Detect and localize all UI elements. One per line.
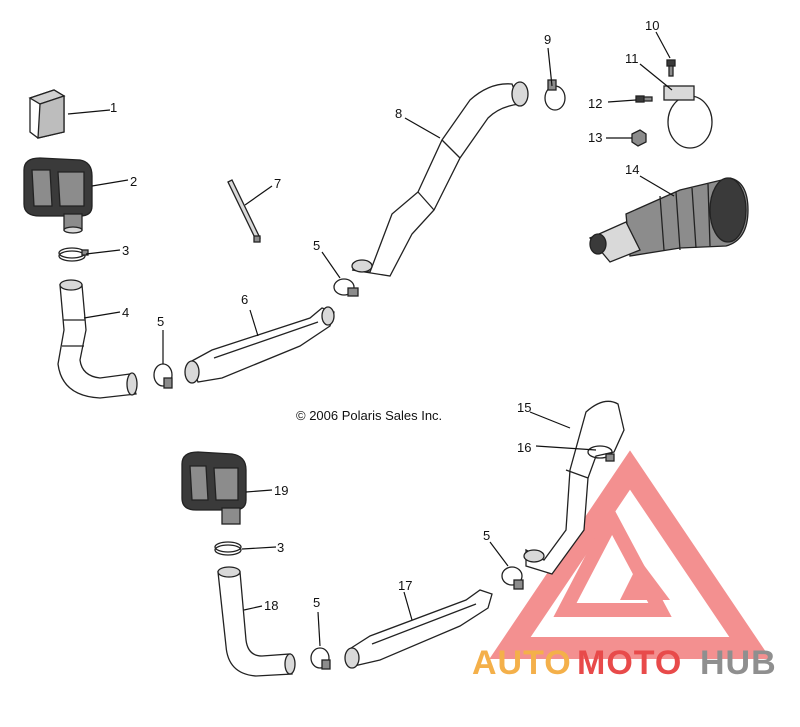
part-6-duct bbox=[184, 306, 335, 384]
callout-numbers: 1 2 3 4 5 6 7 8 9 10 11 12 13 14 5 3 15 … bbox=[110, 18, 659, 613]
part-18-hose bbox=[217, 566, 296, 677]
copyright-text: © 2006 Polaris Sales Inc. bbox=[296, 408, 442, 423]
callout-13: 13 bbox=[588, 130, 602, 145]
part-11-band bbox=[663, 85, 713, 149]
callout-7: 7 bbox=[274, 176, 281, 191]
callout-3: 3 bbox=[122, 243, 129, 258]
part-12-bolt bbox=[635, 95, 653, 103]
callout-6: 6 bbox=[241, 292, 248, 307]
watermark-hub: HUB bbox=[700, 644, 777, 682]
part-3-clamp-lower bbox=[214, 541, 242, 556]
callout-15: 15 bbox=[517, 400, 531, 415]
part-10-bolt bbox=[666, 59, 676, 77]
callout-5: 5 bbox=[157, 314, 164, 329]
callout-9: 9 bbox=[544, 32, 551, 47]
callout-5c: 5 bbox=[313, 595, 320, 610]
part-1-foam-block bbox=[28, 89, 66, 139]
callout-2: 2 bbox=[130, 174, 137, 189]
callout-5d: 5 bbox=[483, 528, 490, 543]
callout-18: 18 bbox=[264, 598, 278, 613]
callout-19: 19 bbox=[274, 483, 288, 498]
callout-5b: 5 bbox=[313, 238, 320, 253]
callout-16: 16 bbox=[517, 440, 531, 455]
callout-12: 12 bbox=[588, 96, 602, 111]
watermark-text: AUTO MOTO HUB bbox=[472, 644, 777, 682]
watermark-moto: MOTO bbox=[577, 644, 682, 682]
part-5-clamp-d bbox=[501, 566, 524, 590]
part-3-clamp bbox=[58, 247, 89, 262]
callout-17: 17 bbox=[398, 578, 412, 593]
part-14-filter-assembly bbox=[588, 177, 749, 263]
part-17-duct bbox=[344, 589, 493, 669]
watermark-auto: AUTO bbox=[472, 644, 572, 682]
part-5-clamp-a bbox=[153, 363, 173, 389]
part-5-clamp-c bbox=[310, 647, 331, 670]
part-7-rod bbox=[227, 179, 261, 243]
callout-10: 10 bbox=[645, 18, 659, 33]
part-2-air-box bbox=[23, 157, 93, 234]
part-4-hose bbox=[57, 279, 138, 399]
part-13-nut bbox=[631, 129, 647, 147]
watermark-logo bbox=[489, 450, 771, 659]
leader-lines bbox=[67, 31, 675, 647]
part-8-long-hose bbox=[351, 81, 529, 277]
part-16-clamp bbox=[587, 445, 615, 462]
part-15-hose bbox=[523, 400, 625, 575]
part-5-clamp-b bbox=[333, 278, 359, 297]
callout-1: 1 bbox=[110, 100, 117, 115]
callout-11: 11 bbox=[625, 51, 639, 66]
callout-8: 8 bbox=[395, 106, 402, 121]
part-9-clamp bbox=[544, 79, 566, 111]
callout-3b: 3 bbox=[277, 540, 284, 555]
callout-4: 4 bbox=[122, 305, 129, 320]
part-19-air-box bbox=[181, 451, 247, 525]
callout-14: 14 bbox=[625, 162, 639, 177]
